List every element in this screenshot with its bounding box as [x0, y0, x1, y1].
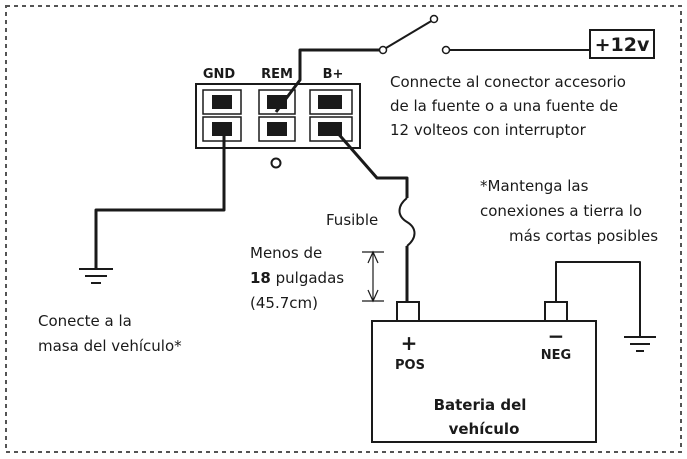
terminal-rem	[258, 89, 296, 142]
battery-neg-symbol: −	[548, 324, 565, 348]
battery-ground-wire	[555, 261, 641, 336]
switch-lever	[385, 19, 434, 49]
battery-pos-symbol: +	[401, 331, 418, 355]
supply-12v-label: +12v	[595, 34, 650, 56]
svg-text:masa del vehículo*: masa del vehículo*	[38, 337, 182, 355]
svg-text:más cortas posibles: más cortas posibles	[509, 227, 658, 245]
battery-title-line1: Bateria del	[434, 396, 527, 414]
terminal-block: GND REM B+	[195, 67, 361, 169]
fuse-symbol	[398, 197, 416, 247]
battery-body	[371, 320, 597, 443]
svg-text:Connecte al conector accesorio: Connecte al conector accesorio	[390, 73, 626, 91]
chassis-ground-symbol-left	[79, 268, 113, 284]
svg-text:(45.7cm): (45.7cm)	[250, 294, 318, 312]
svg-text:conexiones a tierra lo: conexiones a tierra lo	[480, 202, 642, 220]
terminal-label-bplus: B+	[323, 67, 344, 82]
fuse-distance-dimension	[362, 250, 384, 303]
svg-text:Conecte a la: Conecte a la	[38, 312, 132, 330]
chassis-ground-symbol-right	[624, 336, 656, 352]
battery-pos-post	[396, 301, 420, 323]
remote-wire	[274, 48, 381, 113]
ground-wire	[94, 130, 226, 268]
terminal-bplus	[309, 89, 353, 142]
vehicle-ground-note: Conecte a la masa del vehículo*	[38, 312, 182, 355]
ground-short-note: *Mantenga las conexiones a tierra lo más…	[480, 177, 658, 245]
dashed-border	[5, 5, 682, 453]
fuse-label: Fusible	[326, 211, 378, 229]
terminal-label-gnd: GND	[203, 67, 236, 82]
fuse-distance-note: Menos de 18 pulgadas (45.7cm)	[250, 244, 344, 312]
battery-neg-post	[544, 301, 568, 323]
terminal-label-rem: REM	[261, 67, 293, 82]
svg-text:12 volteos con interruptor: 12 volteos con interruptor	[390, 121, 587, 139]
switch-contact-left	[378, 45, 388, 55]
battery-title-line2: vehículo	[449, 420, 520, 438]
power-wire-upper	[333, 129, 409, 198]
battery-neg-label: NEG	[541, 348, 571, 363]
terminal-gnd	[202, 89, 242, 142]
svg-text:*Mantenga las: *Mantenga las	[480, 177, 589, 195]
mounting-hole	[270, 157, 282, 169]
vehicle-battery: + POS − NEG Bateria del vehículo	[371, 301, 597, 443]
supply-12v-box	[589, 29, 655, 59]
switch-contact-right	[441, 45, 451, 55]
svg-text:de la fuente o a una fuente de: de la fuente o a una fuente de	[390, 97, 618, 115]
battery-pos-label: POS	[395, 358, 425, 373]
accessory-note: Connecte al conector accesorio de la fue…	[390, 73, 626, 139]
svg-text:18 pulgadas: 18 pulgadas	[250, 269, 344, 287]
switch-contact-top	[429, 14, 439, 24]
svg-text:Menos de: Menos de	[250, 244, 322, 262]
